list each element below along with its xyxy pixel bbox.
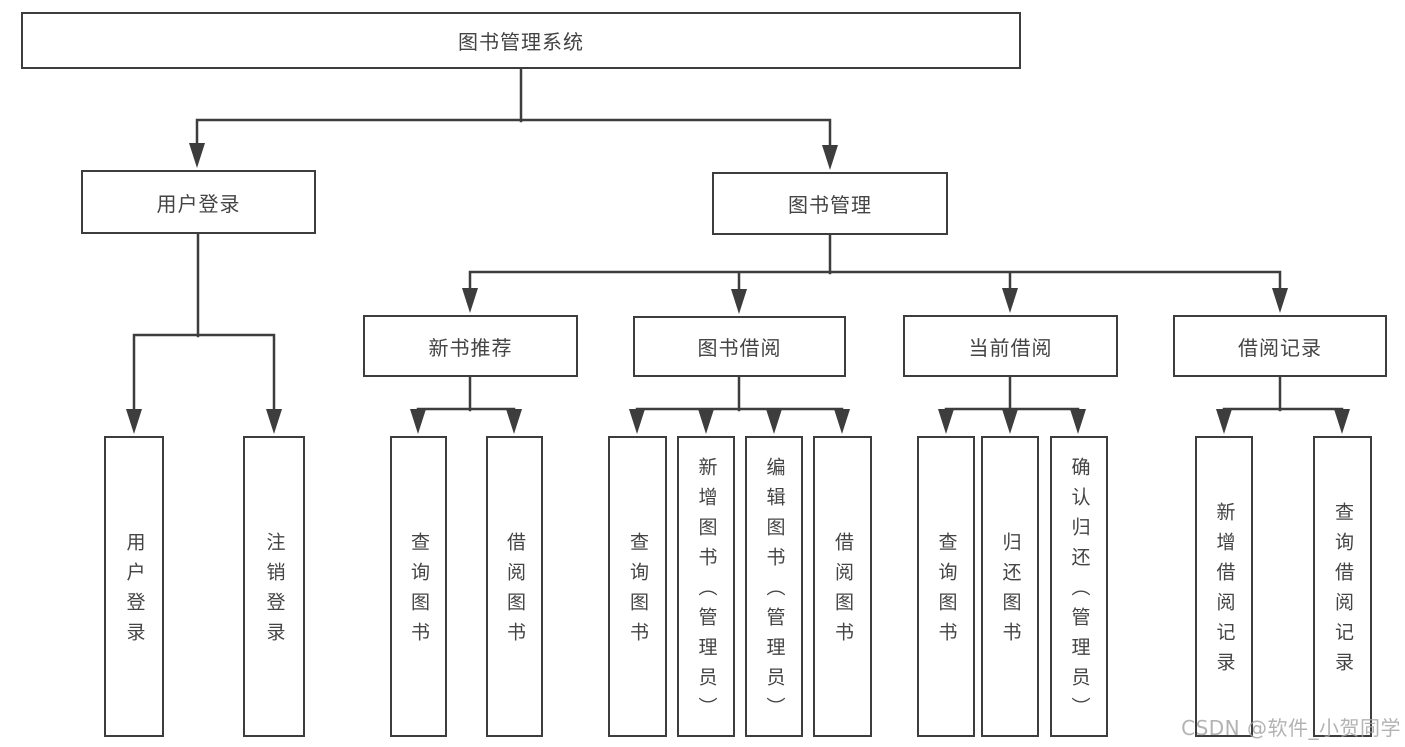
node-book-borrowing-label: 图书借阅 xyxy=(697,336,782,360)
csdn-watermark: CSDN @软件_小贺同学 xyxy=(1181,716,1401,740)
leaf-add-borrow-record: 新增借阅记录 xyxy=(1195,436,1253,737)
leaf-return-books: 归还图书 xyxy=(981,436,1039,737)
leaf-edit-books-admin: 编辑图书（管理员） xyxy=(745,436,803,737)
node-current-borrowing-label: 当前借阅 xyxy=(968,335,1053,360)
node-borrowing-records: 借阅记录 xyxy=(1173,315,1387,377)
node-book-management-label: 图书管理 xyxy=(788,193,872,217)
leaf-query-books-3: 查询图书 xyxy=(917,436,975,737)
leaf-query-books-1: 查询图书 xyxy=(390,436,447,737)
leaf-borrow-books-1: 借阅图书 xyxy=(486,436,543,737)
leaf-query-borrow-record: 查询借阅记录 xyxy=(1313,436,1372,737)
leaf-borrow-books-2-label: 借阅图书 xyxy=(832,532,854,652)
leaf-query-books-2-label: 查询图书 xyxy=(627,532,649,652)
node-book-borrowing: 图书借阅 xyxy=(633,316,846,377)
leaf-return-books-label: 归还图书 xyxy=(999,532,1022,652)
leaf-query-books-1-label: 查询图书 xyxy=(408,532,430,652)
node-borrowing-records-label: 借阅记录 xyxy=(1238,335,1322,360)
leaf-borrow-books-2: 借阅图书 xyxy=(813,436,872,737)
leaf-logout-label: 注销登录 xyxy=(263,532,286,652)
node-library-system: 图书管理系统 xyxy=(21,12,1021,69)
leaf-confirm-return-admin-label: 确认归还（管理员） xyxy=(1068,457,1091,727)
leaf-edit-books-admin-label: 编辑图书（管理员） xyxy=(763,457,786,727)
node-new-book-recommend: 新书推荐 xyxy=(363,315,578,377)
node-user-login-label: 用户登录 xyxy=(156,191,241,216)
node-current-borrowing: 当前借阅 xyxy=(903,315,1118,377)
leaf-add-books-admin-label: 新增图书（管理员） xyxy=(695,457,718,727)
leaf-query-borrow-record-label: 查询借阅记录 xyxy=(1332,502,1354,682)
leaf-confirm-return-admin: 确认归还（管理员） xyxy=(1050,436,1108,737)
leaf-user-login-label: 用户登录 xyxy=(123,532,146,652)
leaf-query-books-3-label: 查询图书 xyxy=(935,532,958,652)
node-new-book-recommend-label: 新书推荐 xyxy=(428,335,513,360)
arrowheads xyxy=(126,143,1350,434)
node-library-system-label: 图书管理系统 xyxy=(458,30,584,54)
node-user-login: 用户登录 xyxy=(81,170,316,234)
leaf-add-borrow-record-label: 新增借阅记录 xyxy=(1213,502,1236,682)
leaf-borrow-books-1-label: 借阅图书 xyxy=(504,532,526,652)
leaf-add-books-admin: 新增图书（管理员） xyxy=(677,436,735,737)
node-book-management: 图书管理 xyxy=(712,172,948,235)
leaf-query-books-2: 查询图书 xyxy=(608,436,667,737)
leaf-user-login: 用户登录 xyxy=(104,436,164,737)
leaf-logout: 注销登录 xyxy=(243,436,305,737)
